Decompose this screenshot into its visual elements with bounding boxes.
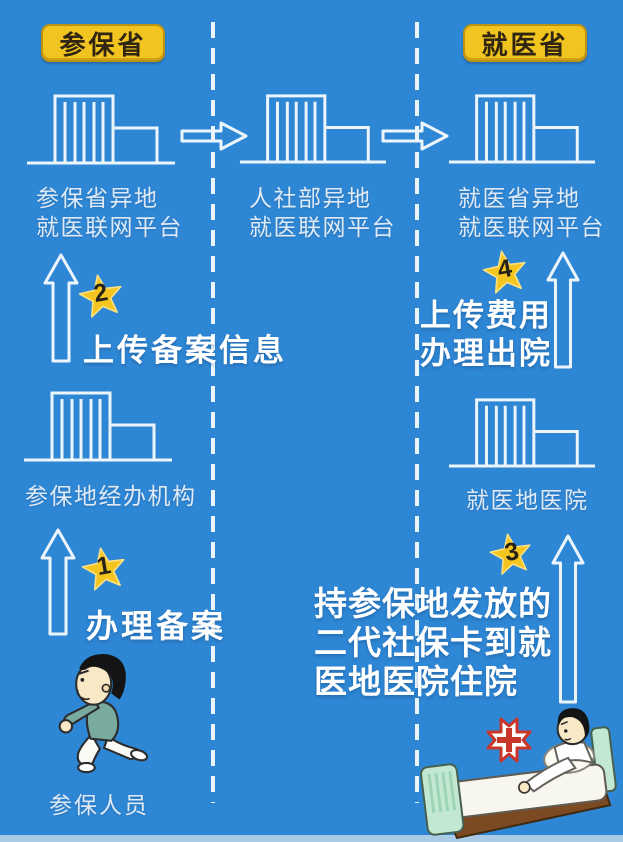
platform-building-icon-1 bbox=[25, 94, 177, 165]
block-arrow-up-icon-step2 bbox=[43, 253, 79, 363]
step-4-label-line1: 上传费用 bbox=[420, 298, 552, 333]
block-arrow-up-icon-step1 bbox=[40, 528, 76, 636]
badge-treatment-province: 就医省 bbox=[463, 24, 587, 62]
step-4-label: 上传费用 办理出院 bbox=[420, 297, 552, 373]
badge-insured-province: 参保省 bbox=[41, 24, 165, 62]
step-3-star-badge: 3 bbox=[484, 526, 540, 582]
block-arrow-up-icon-step4 bbox=[546, 251, 580, 369]
hospital-bed-icon bbox=[420, 708, 617, 840]
platform-building-icon-2 bbox=[238, 94, 388, 164]
hospital-label: 就医地医院 bbox=[466, 487, 589, 513]
platform-2-label-line1: 人社部异地 bbox=[249, 185, 372, 211]
hospital-building-icon bbox=[447, 398, 597, 468]
step-3-label-line2: 二代社保卡到就 bbox=[314, 624, 552, 661]
step-1-star-badge: 1 bbox=[76, 540, 132, 596]
footer-strip bbox=[0, 835, 623, 842]
step-3-label-line3: 医地医院住院 bbox=[314, 663, 518, 700]
platform-1-label: 参保省异地 就医联网平台 bbox=[36, 184, 183, 242]
step-3-label-line1: 持参保地发放的 bbox=[314, 585, 552, 622]
platform-3-label: 就医省异地 就医联网平台 bbox=[458, 184, 605, 242]
platform-1-label-line1: 参保省异地 bbox=[36, 185, 159, 211]
badge-insured-province-label: 参保省 bbox=[59, 29, 147, 60]
step-2-label: 上传备案信息 bbox=[83, 333, 287, 368]
block-arrow-right-icon-2 bbox=[381, 121, 449, 151]
platform-2-label: 人社部异地 就医联网平台 bbox=[249, 184, 396, 242]
platform-2-label-line2: 就医联网平台 bbox=[249, 214, 396, 240]
badge-treatment-province-label: 就医省 bbox=[481, 29, 569, 60]
block-arrow-up-icon-step3 bbox=[551, 534, 585, 704]
insured-person-label: 参保人员 bbox=[49, 792, 149, 818]
running-person-icon bbox=[58, 654, 149, 774]
platform-3-label-line1: 就医省异地 bbox=[458, 185, 581, 211]
platform-1-label-line2: 就医联网平台 bbox=[36, 214, 183, 240]
platform-building-icon-3 bbox=[447, 94, 597, 164]
step-4-star-badge: 4 bbox=[477, 243, 533, 299]
step-3-label: 持参保地发放的 二代社保卡到就 医地医院住院 bbox=[314, 584, 552, 701]
step-2-star-badge: 2 bbox=[73, 267, 129, 323]
agency-building-icon bbox=[22, 391, 174, 462]
agency-label: 参保地经办机构 bbox=[25, 483, 197, 509]
platform-3-label-line2: 就医联网平台 bbox=[458, 214, 605, 240]
block-arrow-right-icon-1 bbox=[180, 121, 248, 151]
step-4-label-line2: 办理出院 bbox=[420, 336, 552, 371]
hospital-cross-icon bbox=[486, 717, 532, 763]
step-1-label: 办理备案 bbox=[86, 608, 227, 644]
